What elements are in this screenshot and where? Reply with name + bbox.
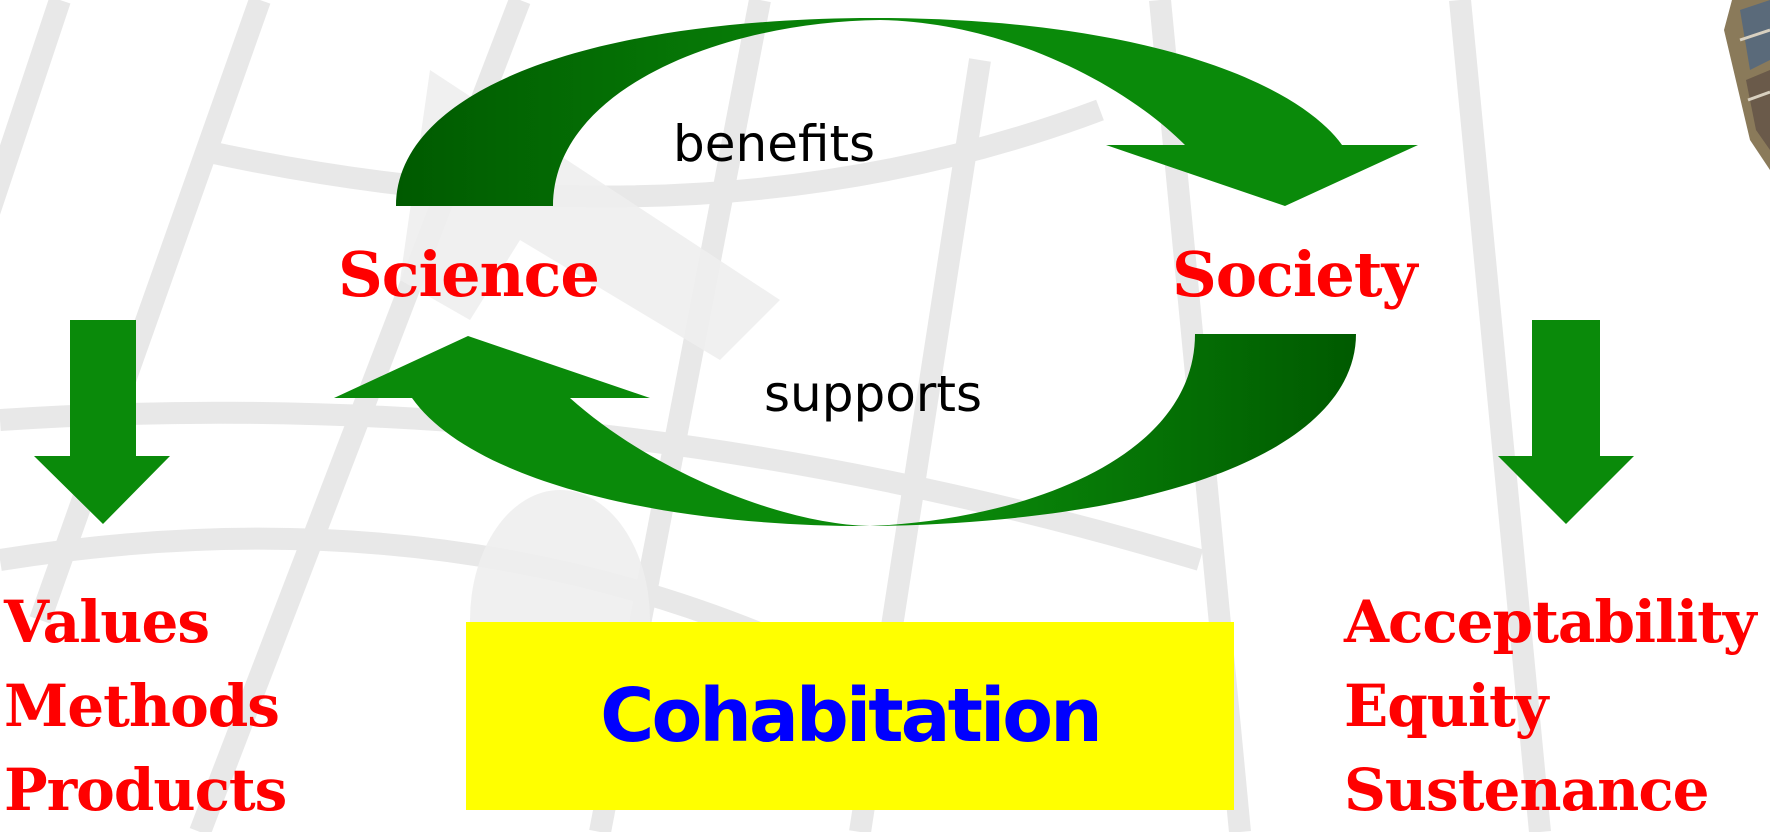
cohabitation-box: Cohabitation bbox=[466, 622, 1234, 810]
cohabitation-label: Cohabitation bbox=[600, 673, 1103, 759]
supports-curved-arrow bbox=[334, 334, 1356, 527]
benefits-curved-arrow bbox=[396, 17, 1418, 206]
list-item-acceptability: Acceptability bbox=[1344, 588, 1757, 656]
list-item-products: Products bbox=[4, 756, 287, 824]
corner-photo-image bbox=[1724, 0, 1770, 170]
left-down-arrow bbox=[34, 320, 170, 524]
list-item-methods: Methods bbox=[4, 672, 280, 740]
right-outcome-list: Acceptability Equity Sustenance bbox=[1344, 580, 1757, 832]
right-down-arrow bbox=[1498, 320, 1634, 524]
list-item-values: Values bbox=[4, 588, 210, 656]
list-item-sustenance: Sustenance bbox=[1344, 756, 1710, 824]
list-item-equity: Equity bbox=[1344, 672, 1548, 740]
benefits-edge-label: benefits bbox=[673, 115, 876, 173]
supports-edge-label: supports bbox=[764, 365, 983, 423]
society-node-label: Society bbox=[1172, 238, 1418, 311]
left-outcome-list: Values Methods Products bbox=[4, 580, 287, 832]
science-node-label: Science bbox=[338, 238, 600, 311]
